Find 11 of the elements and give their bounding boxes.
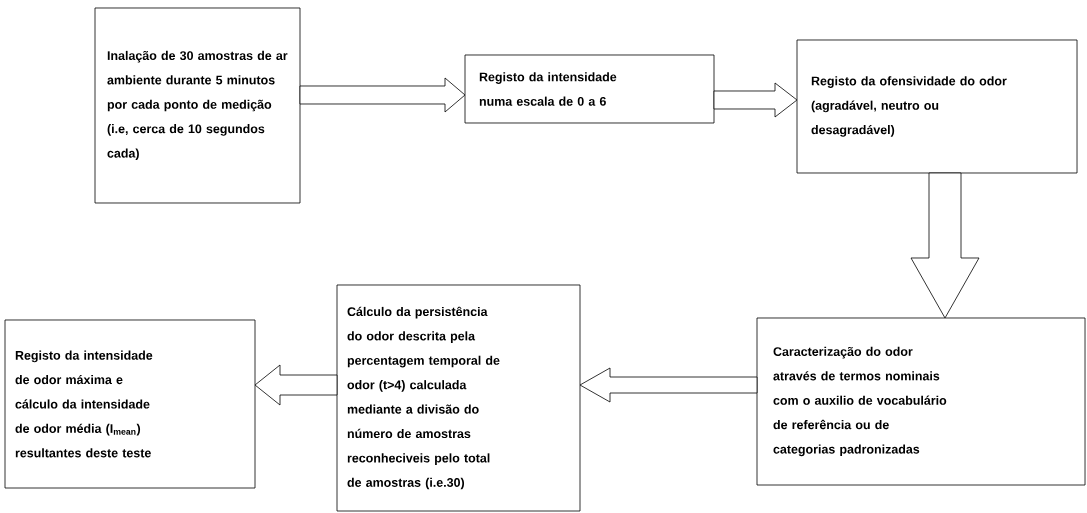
process-box: Registo da intensidade de odor máxima e cálculo da intensidade de odor média (I$_{mean}$) resultantes deste teste <box>4 319 256 489</box>
block-arrow <box>910 172 980 319</box>
block-arrow <box>299 77 466 113</box>
process-box: Caracterização do odor através de termos nominais com o auxilio de vocabulário de referência ou de categorias padronizadas <box>756 317 1086 486</box>
process-box: Registo da intensidade numa escala de 0 a 6 <box>464 54 715 124</box>
process-box: Cálculo da persistência do odor descrita pela percentagem temporal de odor (t>4) calculada mediante a divisão do número de amostras reconheciveis pelo total de amostras (i.e.30) <box>336 284 581 512</box>
block-arrow <box>254 364 338 406</box>
block-arrow <box>713 82 798 118</box>
process-box: Registo da ofensividade do odor (agradável, neutro ou desagradável) <box>796 39 1078 174</box>
process-box: Inalação de 30 amostras de ar ambiente durante 5 minutos por cada ponto de medição (i.e, cerca de 10 segundos cada) <box>94 7 301 204</box>
block-arrow <box>579 367 758 403</box>
